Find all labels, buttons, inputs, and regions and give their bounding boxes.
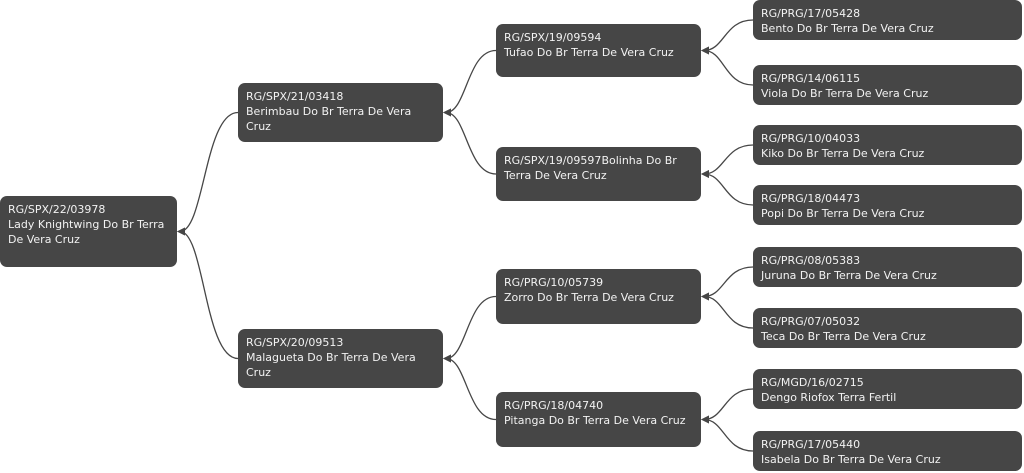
- arrowhead-ddd-to-dd: [701, 415, 709, 424]
- node-sire-dam: RG/SPX/19/09597Bolinha Do Br Terra De Ve…: [496, 147, 701, 201]
- node-sire-dam-sire-reg: RG/PRG/10/04033: [761, 132, 861, 145]
- node-sire-dam-reg: RG/SPX/19/09597: [504, 154, 602, 167]
- arrowhead-dsd-to-ds: [701, 292, 709, 301]
- node-root-name: Lady Knightwing Do Br Terra De Vera Cruz: [8, 218, 165, 246]
- node-dam-dam-sire: RG/MGD/16/02715 Dengo Riofox Terra Ferti…: [753, 369, 1022, 409]
- node-sire-sire-dam-reg: RG/PRG/14/06115: [761, 72, 861, 85]
- node-sire-sire-name: Tufao Do Br Terra De Vera Cruz: [504, 46, 674, 59]
- arrowhead-sdd-to-sd: [701, 170, 709, 178]
- node-root-reg: RG/SPX/22/03978: [8, 203, 106, 216]
- node-dam-dam-dam: RG/PRG/17/05440 Isabela Do Br Terra De V…: [753, 431, 1022, 471]
- connector-ssd-to-ss: [703, 49, 754, 86]
- connector-dam-to-root: [179, 230, 239, 360]
- connector-sss-to-ss: [703, 19, 754, 52]
- node-dam-dam-dam-reg: RG/PRG/17/05440: [761, 438, 861, 451]
- node-dam-sire-sire-name: Juruna Do Br Terra De Vera Cruz: [761, 269, 937, 282]
- node-sire-sire-sire-name: Bento Do Br Terra De Vera Cruz: [761, 22, 934, 35]
- node-dam-sire-name: Zorro Do Br Terra De Vera Cruz: [504, 291, 674, 304]
- node-dam-sire-sire: RG/PRG/08/05383 Juruna Do Br Terra De Ve…: [753, 247, 1022, 287]
- node-sire-sire-dam-name: Viola Do Br Terra De Vera Cruz: [761, 87, 929, 100]
- node-dam-sire-dam-name: Teca Do Br Terra De Vera Cruz: [761, 330, 926, 343]
- node-sire-dam-dam-name: Popi Do Br Terra De Vera Cruz: [761, 207, 925, 220]
- node-dam-dam-reg: RG/PRG/18/04740: [504, 399, 604, 412]
- node-dam-reg: RG/SPX/20/09513: [246, 336, 344, 349]
- arrowhead-sd-to-sire: [443, 108, 451, 117]
- node-dam: RG/SPX/20/09513 Malagueta Do Br Terra De…: [238, 329, 443, 388]
- node-sire-reg: RG/SPX/21/03418: [246, 90, 344, 103]
- node-sire-sire-sire-reg: RG/PRG/17/05428: [761, 7, 861, 20]
- node-dam-sire: RG/PRG/10/05739 Zorro Do Br Terra De Ver…: [496, 269, 701, 324]
- node-sire-dam-dam-reg: RG/PRG/18/04473: [761, 192, 861, 205]
- node-dam-dam-sire-name: Dengo Riofox Terra Fertil: [761, 391, 897, 404]
- node-sire-name: Berimbau Do Br Terra De Vera Cruz: [246, 105, 412, 133]
- connector-sds-to-sd: [703, 144, 754, 175]
- node-dam-sire-dam-reg: RG/PRG/07/05032: [761, 315, 861, 328]
- node-sire-dam-dam: RG/PRG/18/04473 Popi Do Br Terra De Vera…: [753, 185, 1022, 225]
- node-sire: RG/SPX/21/03418 Berimbau Do Br Terra De …: [238, 83, 443, 142]
- node-root: RG/SPX/22/03978 Lady Knightwing Do Br Te…: [0, 196, 177, 267]
- connector-ds-to-dam: [445, 295, 497, 360]
- node-dam-sire-reg: RG/PRG/10/05739: [504, 276, 604, 289]
- node-dam-sire-dam: RG/PRG/07/05032 Teca Do Br Terra De Vera…: [753, 308, 1022, 348]
- node-sire-sire: RG/SPX/19/09594 Tufao Do Br Terra De Ver…: [496, 24, 701, 77]
- node-dam-dam-sire-reg: RG/MGD/16/02715: [761, 376, 864, 389]
- arrowhead-ssd-to-ss: [701, 46, 709, 55]
- node-dam-dam: RG/PRG/18/04740 Pitanga Do Br Terra De V…: [496, 392, 701, 447]
- node-sire-sire-reg: RG/SPX/19/09594: [504, 31, 602, 44]
- node-sire-dam-sire-name: Kiko Do Br Terra De Vera Cruz: [761, 147, 925, 160]
- connector-dd-to-dam: [445, 357, 497, 421]
- connector-ddd-to-dd: [703, 418, 754, 452]
- arrowhead-dam-to-root: [177, 227, 185, 236]
- node-sire-sire-sire: RG/PRG/17/05428 Bento Do Br Terra De Ver…: [753, 0, 1022, 40]
- connector-dsd-to-ds: [703, 295, 754, 329]
- connector-sdd-to-sd: [703, 173, 754, 206]
- node-dam-dam-name: Pitanga Do Br Terra De Vera Cruz: [504, 414, 686, 427]
- connector-dds-to-dd: [703, 388, 754, 421]
- connector-sire-to-root: [179, 111, 239, 233]
- node-sire-dam-sire: RG/PRG/10/04033 Kiko Do Br Terra De Vera…: [753, 125, 1022, 165]
- node-dam-sire-sire-reg: RG/PRG/08/05383: [761, 254, 861, 267]
- node-dam-name: Malagueta Do Br Terra De Vera Cruz: [246, 351, 416, 379]
- node-dam-dam-dam-name: Isabela Do Br Terra De Vera Cruz: [761, 453, 941, 466]
- node-sire-dam-name: Bolinha Do Br Terra De Vera Cruz: [504, 154, 677, 182]
- connector-sd-to-sire: [445, 111, 497, 175]
- node-sire-sire-dam: RG/PRG/14/06115 Viola Do Br Terra De Ver…: [753, 65, 1022, 105]
- connector-dss-to-ds: [703, 266, 754, 298]
- arrowhead-dd-to-dam: [443, 354, 451, 363]
- connector-ss-to-sire: [445, 49, 497, 114]
